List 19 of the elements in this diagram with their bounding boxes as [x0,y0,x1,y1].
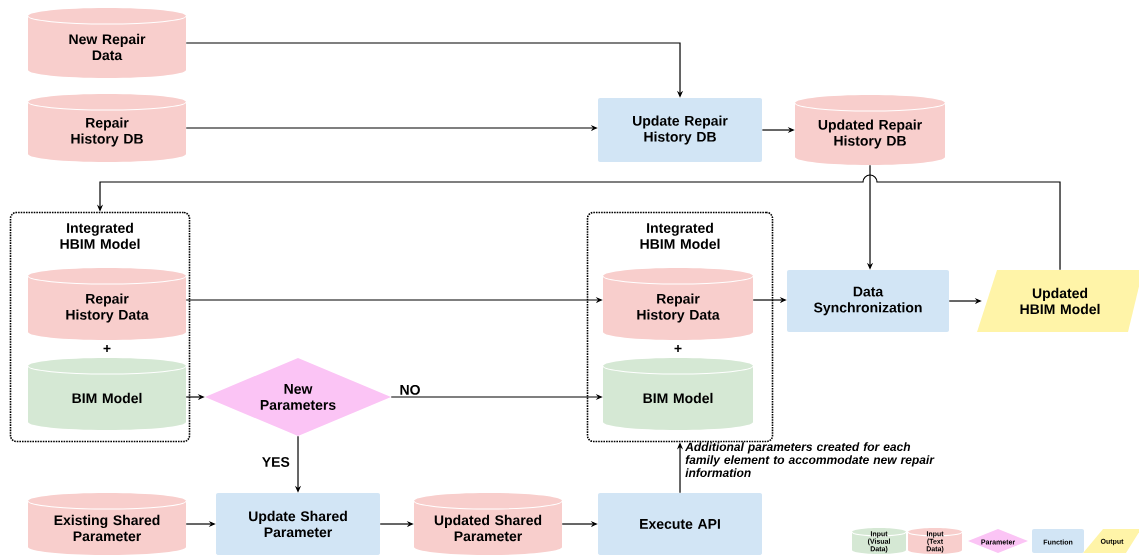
edge-label: Additional parameters created for each family element to accommodate new repair information [684,442,935,477]
database-cylinder: Updated Shared Parameter [413,493,563,555]
database-cylinder: Repair History Data [27,268,187,340]
database-cylinder: Updated Repair History DB [794,95,946,165]
process-box: Data Synchronization [787,270,949,332]
database-cylinder: Repair History DB [27,94,187,162]
plus-sign: + [674,344,682,352]
edge-label: NO [400,384,420,395]
process-box: Execute API [598,493,762,555]
process-box: Update Repair History DB [598,98,762,162]
plus-sign: + [103,344,111,352]
database-cylinder: New Repair Data [27,8,187,78]
process-box: Update Shared Parameter [216,493,380,555]
database-cylinder: BIM Model [27,358,187,430]
edge-label: YES [262,457,290,467]
database-cylinder: Repair History Data [602,268,754,340]
output-parallelogram: Updated HBIM Model [977,270,1139,332]
database-cylinder: BIM Model [602,358,754,430]
database-cylinder: Existing Shared Parameter [27,493,187,555]
